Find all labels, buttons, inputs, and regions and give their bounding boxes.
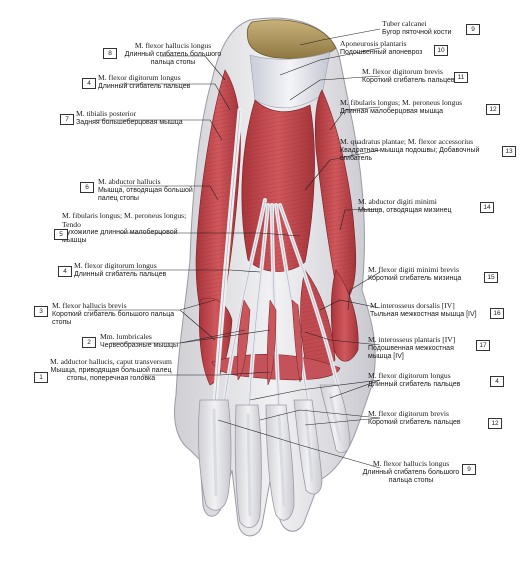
flexor-digiti-minimi-brevis-muscle xyxy=(330,269,359,362)
number-box-fdl-top: 4 xyxy=(82,78,96,89)
number-box-fdl-bottom: 4 xyxy=(490,376,504,387)
calcaneus-bone xyxy=(246,19,337,60)
number-box-adductor-hallucis: 1 xyxy=(34,372,48,383)
label-interosseus-dorsalis: M. interosseus dorsalis [IV]Тыльная межк… xyxy=(370,301,477,318)
number-box-abductor-digiti-minimi: 14 xyxy=(480,202,494,213)
number-box-fdb-top: 11 xyxy=(454,72,468,83)
label-interosseus-plantaris: M. interosseus plantaris [IV]Подошвенная… xyxy=(368,335,456,360)
label-quadratus-plantae: M. quadratus plantae; M. flexor accessor… xyxy=(340,137,480,162)
number-box-fibularis-longus: 12 xyxy=(486,104,500,115)
number-box-fdb-bottom: 12 xyxy=(488,418,502,429)
lumbrical-muscles xyxy=(237,299,303,386)
number-box-fdl-mid: 4 xyxy=(58,266,72,277)
number-box-fhl-top: 8 xyxy=(103,48,117,59)
number-box-interosseus-plantaris: 17 xyxy=(476,340,490,351)
number-box-interosseus-dorsalis: 16 xyxy=(490,308,504,319)
number-box-fibularis-tendo: 5 xyxy=(54,229,68,240)
toe-3 xyxy=(265,404,295,521)
number-box-fhl-bottom: 9 xyxy=(462,464,476,475)
label-fibularis-tendo: M. fibularis longus; M. peroneus longus;… xyxy=(62,211,187,245)
number-box-aponeurosis: 10 xyxy=(434,45,448,56)
number-box-fdmb: 15 xyxy=(484,272,498,283)
number-box-fhb: 3 xyxy=(34,306,48,317)
number-box-abductor-hallucis: 6 xyxy=(80,182,94,193)
number-box-tuber-calcanei: 9 xyxy=(466,24,480,35)
leader-lines xyxy=(88,28,381,469)
plantar-aponeurosis xyxy=(249,51,331,109)
number-box-quadratus-plantae: 13 xyxy=(502,146,516,157)
number-box-tibialis-posterior: 7 xyxy=(60,114,74,125)
number-box-lumbricales: 2 xyxy=(82,337,96,348)
